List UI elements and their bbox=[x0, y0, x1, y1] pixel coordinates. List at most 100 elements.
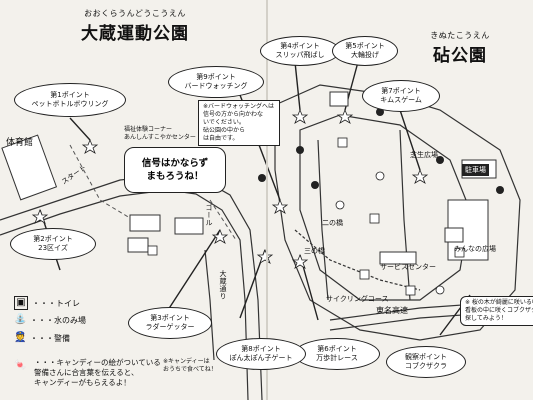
pointer-p3 bbox=[167, 229, 221, 311]
paper-fold bbox=[266, 0, 268, 400]
observation-point-title: 観察ポイント bbox=[405, 353, 447, 361]
checkpoint-2-game: 23区イズ bbox=[38, 244, 68, 252]
bird-note-line-1: ※バードウォッチングへは bbox=[203, 103, 275, 110]
legend-water-label: ・・・水のみ場 bbox=[30, 315, 86, 325]
label-minna-hiroba: みんなの広場 bbox=[454, 245, 496, 253]
traffic-signal-warning: 信号はかならず まもろうね！ bbox=[124, 147, 226, 193]
checkpoint-7-game: キムスゲーム bbox=[380, 96, 422, 104]
checkpoint-4-number: 第4ポイント bbox=[280, 42, 320, 50]
checkpoint-9-number: 第9ポイント bbox=[196, 73, 236, 81]
legend-candy-line-1: ・・・キャンディーの絵がついている bbox=[34, 358, 161, 367]
legend-candy-line-3: キャンディーがもらえるよ！ bbox=[34, 378, 131, 387]
candy-icon: 🍬 bbox=[14, 360, 27, 371]
map-water-1 bbox=[375, 171, 385, 181]
star-9 bbox=[271, 198, 289, 214]
label-shibafu-hiroba: 芝生広場 bbox=[410, 151, 438, 159]
guard-1 bbox=[258, 174, 266, 182]
label-tomei-expressway: 東名高速 bbox=[376, 306, 408, 315]
star-1 bbox=[81, 138, 99, 154]
welfare-corner-note: 福祉体験コーナー あんしんすこやかセンター bbox=[120, 124, 200, 144]
star-8 bbox=[256, 248, 274, 264]
block-east-1 bbox=[444, 227, 464, 243]
star-2 bbox=[31, 208, 49, 224]
block-taiikukan bbox=[1, 134, 58, 201]
sakura-note-line-1: ※ 桜の木が綺麗に咲いる中 bbox=[465, 299, 533, 306]
label-ninohashi: 二の橋 bbox=[322, 219, 343, 227]
sakura-note-line-3: 探してみよう！ bbox=[465, 315, 507, 322]
okura-park-title: おおくらうんどうこうえん 大蔵運動公園 bbox=[50, 8, 220, 44]
checkpoint-8-number: 第8ポイント bbox=[241, 345, 281, 353]
route-goal bbox=[209, 199, 237, 241]
guard-2 bbox=[311, 181, 319, 189]
welfare-corner-line-1: 福祉体験コーナー bbox=[124, 126, 173, 133]
okura-park-ruby: おおくらうんどうこうえん bbox=[84, 9, 186, 18]
checkpoint-3-number: 第3ポイント bbox=[150, 314, 190, 322]
checkpoint-5-bubble: 第5ポイント 大輪投げ bbox=[332, 36, 398, 66]
kinuta-park-name: 砧公園 bbox=[433, 46, 487, 66]
checkpoint-5-number: 第5ポイント bbox=[345, 42, 385, 50]
sakura-note-line-2: 看板の中に咲くコブクザクラを bbox=[465, 307, 533, 314]
checkpoint-1-number: 第1ポイント bbox=[50, 91, 90, 99]
checkpoint-3-bubble: 第3ポイント ラダーゲッター bbox=[128, 307, 212, 339]
pointer-p7 bbox=[399, 109, 421, 171]
bird-note-line-2: 信号の方から向かわな bbox=[203, 111, 264, 118]
okura-park-name: 大蔵運動公園 bbox=[81, 24, 189, 44]
water-fountain-icon: ⛲ bbox=[14, 314, 27, 325]
legend-candy-line-2: 警備さんに合言葉を伝えると、 bbox=[34, 368, 139, 377]
legend-guard-row: 👮 ・・・警備 bbox=[14, 332, 70, 344]
checkpoint-6-number: 第6ポイント bbox=[317, 345, 357, 353]
road-west-parallel bbox=[0, 189, 249, 400]
block-service bbox=[379, 251, 417, 265]
label-service-center: サービスセンター bbox=[380, 263, 436, 271]
checkpoint-5-game: 大輪投げ bbox=[351, 51, 379, 59]
pointer-p1 bbox=[69, 117, 91, 141]
pointer-p4 bbox=[294, 61, 301, 111]
checkpoint-9-game: バードウォッチング bbox=[184, 82, 248, 90]
checkpoint-2-bubble: 第2ポイント 23区イズ bbox=[10, 228, 96, 260]
road-vertical-center bbox=[317, 139, 329, 301]
label-gymnasium: 体育館 bbox=[6, 138, 34, 148]
checkpoint-9-bubble: 第9ポイント バードウォッチング bbox=[168, 66, 264, 98]
checkpoint-1-bubble: 第1ポイント ペットボトルボウリング bbox=[14, 83, 126, 117]
checkpoint-7-bubble: 第7ポイント キムスゲーム bbox=[362, 80, 440, 112]
checkpoint-1-game: ペットボトルボウリング bbox=[31, 100, 109, 108]
bird-note-line-4: 砧公園の中から bbox=[203, 127, 246, 134]
bird-note-line-5: は自由です。 bbox=[203, 135, 239, 142]
observation-point-subject: コブクザクラ bbox=[405, 362, 447, 370]
star-4 bbox=[291, 108, 309, 124]
checkpoint-6-game: 万歩計レース bbox=[316, 354, 358, 362]
star-7 bbox=[411, 168, 429, 184]
sakura-note: ※ 桜の木が綺麗に咲いる中 看板の中に咲くコブクザクラを 探してみよう！ bbox=[460, 296, 533, 326]
map-toilet-5 bbox=[454, 247, 465, 258]
label-cycling-course: サイクリングコース bbox=[326, 295, 389, 303]
bird-watching-note: ※バードウォッチングへは 信号の方から向かわな いでください。 砧公園の中から … bbox=[198, 100, 280, 146]
checkpoint-7-number: 第7ポイント bbox=[381, 87, 421, 95]
map-toilet-6 bbox=[359, 269, 370, 280]
block-b bbox=[174, 217, 204, 235]
guard-4 bbox=[436, 156, 444, 164]
toilet-icon: ▣ bbox=[14, 296, 28, 310]
checkpoint-3-game: ラダーゲッター bbox=[145, 323, 195, 331]
star-5 bbox=[336, 108, 354, 124]
map-water-2 bbox=[335, 200, 345, 210]
label-parking: 駐車場 bbox=[462, 164, 489, 176]
road-east-inner bbox=[299, 114, 471, 301]
label-okura-street: 大蔵通り bbox=[219, 270, 227, 300]
candy-sub-note-line-2: おうちで食べてね！ bbox=[163, 366, 217, 373]
welfare-corner-line-2: あんしんすこやかセンター bbox=[124, 134, 196, 141]
road-vertical-east bbox=[399, 129, 411, 301]
map-water-3 bbox=[435, 285, 445, 295]
guard-icon: 👮 bbox=[14, 332, 27, 343]
legend-candy-text: ・・・キャンディーの絵がついている 警備さんに合言葉を伝えると、 キャンディーが… bbox=[34, 358, 161, 388]
block-east-2 bbox=[329, 91, 349, 107]
map-toilet-4 bbox=[405, 285, 416, 296]
guard-6 bbox=[296, 146, 304, 154]
map-toilet-1 bbox=[147, 245, 158, 256]
legend-toilet-row: ▣ ・・・トイレ bbox=[14, 296, 80, 310]
checkpoint-8-bubble: 第8ポイント ぽん太ぽん子ゲート bbox=[216, 338, 306, 370]
legend-guard-label: ・・・警備 bbox=[30, 333, 70, 343]
checkpoint-8-game: ぽん太ぽん子ゲート bbox=[229, 354, 293, 362]
warning-line-2: まもろうね！ bbox=[146, 171, 204, 182]
map-toilet-2 bbox=[337, 137, 348, 148]
